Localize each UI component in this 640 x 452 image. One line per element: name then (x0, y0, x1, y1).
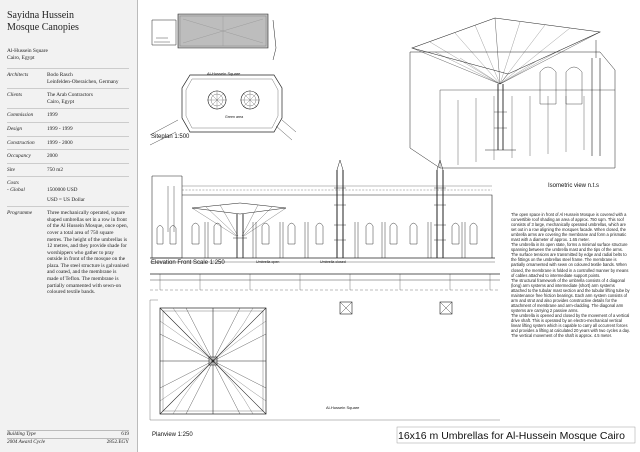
project-title: Sayidna Hussein Mosque Canopies (7, 10, 79, 33)
project-description: The open space in front of Al Hussein Mo… (511, 212, 630, 339)
umbrella-open-label: Umbrella open (256, 260, 280, 264)
hussein-square-label: Al-Hussein Square (207, 71, 241, 76)
elevation-label: Elevation Front Scale 1:250 (151, 260, 225, 266)
architectural-drawings (149, 13, 636, 444)
project-sidebar: Sayidna Hussein Mosque Canopies Al-Husse… (0, 0, 138, 452)
umbrella-closed-label: Umbrella closed (320, 260, 346, 264)
fact-commission: Commission 1999 (7, 108, 129, 122)
hussein-square-plan-label: Al-Hussein Square (326, 405, 360, 410)
fact-construction: Construction 1999 - 2000 (7, 135, 129, 150)
siteplan-drawing (149, 13, 297, 146)
planview-drawing (149, 273, 500, 421)
fact-site: Site 750 m2 (7, 162, 129, 177)
project-location: Al-Hussein Square Cairo, Egypt (7, 48, 48, 61)
drawing-title: 16x16 m Umbrellas for Al-Hussein Mosque … (398, 430, 626, 442)
planview-label: Planview 1:250 (152, 432, 193, 438)
elevation-drawing (150, 159, 495, 263)
fact-occupancy: Occupancy 2000 (7, 149, 129, 163)
isometric-drawing (409, 17, 616, 169)
fact-design: Design 1999 - 1999 (7, 121, 129, 136)
fact-programme: Programme Three mechanically operated, s… (7, 206, 129, 299)
siteplan-label: Siteplan 1:500 (151, 134, 190, 140)
isometric-label: Isometric view n.t.s (548, 183, 600, 189)
drawing-title-frame (396, 426, 636, 444)
green-area-label: Green area (225, 115, 244, 119)
